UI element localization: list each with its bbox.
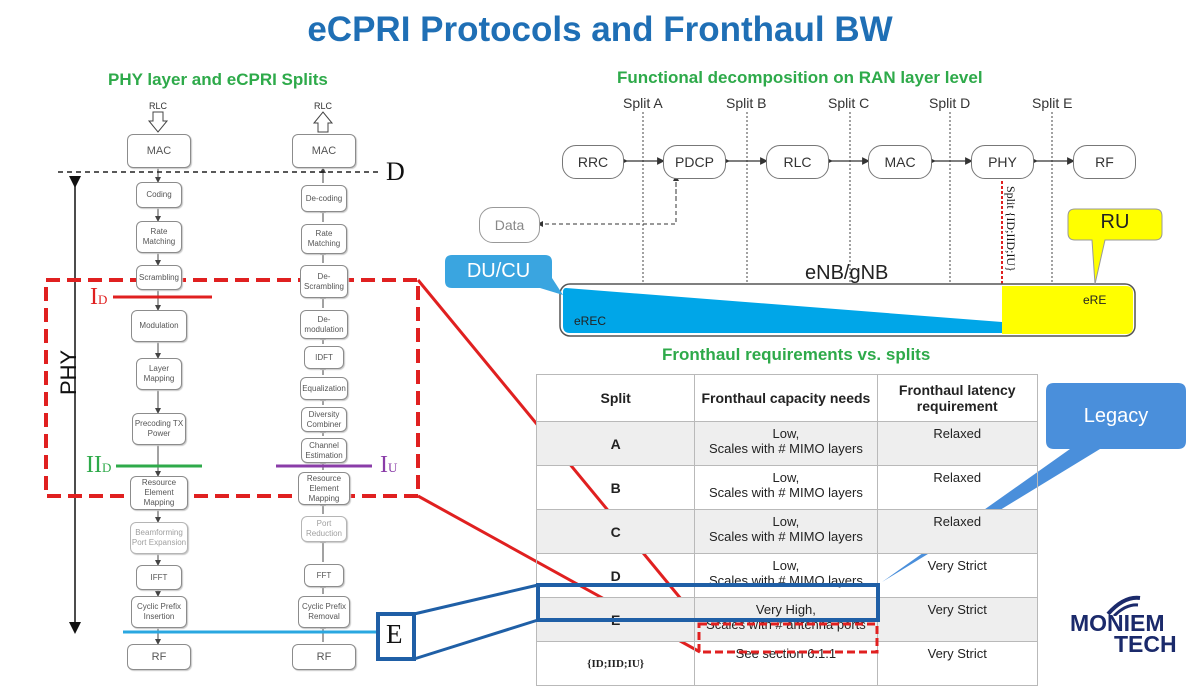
split-a-label: Split A (623, 95, 663, 111)
rx-fft-block: FFT (304, 564, 344, 587)
split-d-label: D (386, 157, 405, 186)
tx-layer-mapping-block: Layer Mapping (136, 358, 182, 390)
rx-diversity-combiner-block: Diversity Combiner (301, 407, 347, 432)
rx-rate-matching-block: Rate Matching (301, 224, 347, 254)
fronthaul-table: Split Fronthaul capacity needs Fronthaul… (535, 374, 1039, 686)
rx-equalization-block: Equalization (300, 377, 348, 400)
header-latency: Fronthaul latency requirement (876, 374, 1039, 422)
row-latency: Relaxed (876, 509, 1039, 554)
tx-scrambling-block: Scrambling (136, 265, 182, 290)
rx-mac-block: MAC (292, 134, 356, 168)
vertical-split-label: Split {ID;IID;IU} (1004, 186, 1018, 272)
rx-rlc-label: RLC (314, 101, 333, 111)
tx-resource-element-mapping-block: Resource Element Mapping (130, 476, 188, 510)
rx-demodulation-block: De-modulation (300, 310, 348, 339)
mac-block: MAC (868, 145, 932, 179)
row-split: E (535, 597, 696, 642)
table-header-row: Split Fronthaul capacity needs Fronthaul… (535, 374, 1039, 422)
signal-icon (1106, 595, 1141, 616)
table-row: B Low,Scales with # MIMO layers Relaxed (535, 465, 1039, 510)
row-capacity: Low,Scales with # MIMO layers (694, 553, 878, 598)
row-latency: Very Strict (876, 641, 1039, 686)
pdcp-block: PDCP (663, 145, 726, 179)
rx-resource-element-mapping-block: Resource Element Mapping (298, 472, 350, 505)
rf-block: RF (1073, 145, 1136, 179)
tx-rf-block: RF (127, 644, 191, 670)
header-split: Split (535, 374, 696, 422)
row-split: A (535, 421, 696, 466)
tx-ifft-block: IFFT (136, 565, 182, 590)
table-subtitle: Fronthaul requirements vs. splits (662, 345, 931, 364)
phy-block: PHY (971, 145, 1034, 179)
tx-coding-block: Coding (136, 182, 182, 208)
du-cu-callout: DU/CU (466, 260, 531, 282)
enb-gnb-label: eNB/gNB (805, 262, 889, 284)
left-subtitle: PHY layer and eCPRI Splits (108, 70, 328, 89)
rrc-block: RRC (562, 145, 624, 179)
rx-cyclic-prefix-removal-block: Cyclic Prefix Removal (298, 596, 350, 628)
table-row: A Low,Scales with # MIMO layers Relaxed (535, 421, 1039, 466)
rlc-block: RLC (766, 145, 829, 179)
ru-callout: RU (1100, 211, 1130, 233)
row-capacity: Low,Scales with # MIMO layers (694, 421, 878, 466)
rx-channel-estimation-block: Channel Estimation (301, 438, 347, 463)
row-capacity: Low,Scales with # MIMO layers (694, 509, 878, 554)
erec-label: eREC (574, 314, 607, 328)
split-iid-label: IID (86, 452, 112, 478)
table-row: D Low,Scales with # MIMO layers Very Str… (535, 553, 1039, 598)
row-latency: Relaxed (876, 421, 1039, 466)
data-block: Data (479, 207, 540, 243)
row-latency: Relaxed (876, 465, 1039, 510)
row-split: D (535, 553, 696, 598)
rx-decoding-block: De-coding (301, 185, 347, 212)
row-latency: Very Strict (876, 553, 1039, 598)
ere-label: eRE (1083, 293, 1107, 307)
tx-cyclic-prefix-insertion-block: Cyclic Prefix Insertion (131, 596, 187, 628)
rx-descrambling-block: De-Scrambling (300, 265, 348, 298)
row-capacity: Very High,Scales with # antenna ports (694, 597, 878, 642)
tx-rlc-label: RLC (149, 101, 168, 111)
table-row: {ID;IID;IU} See section 6.1.1 Very Stric… (535, 641, 1039, 686)
split-b-label: Split B (726, 95, 767, 111)
split-id-label: ID (90, 284, 108, 310)
row-capacity: See section 6.1.1 (694, 641, 878, 686)
page-title: eCPRI Protocols and Fronthaul BW (307, 10, 893, 49)
tx-modulation-block: Modulation (131, 310, 187, 342)
tx-precoding-block: Precoding TX Power (132, 413, 186, 445)
split-iu-label: IU (380, 452, 398, 478)
split-d-ran-label: Split D (929, 95, 971, 111)
tx-rate-matching-block: Rate Matching (136, 221, 182, 253)
legacy-callout: Legacy (1083, 404, 1149, 427)
rx-idft-block: IDFT (304, 346, 344, 369)
row-capacity: Low,Scales with # MIMO layers (694, 465, 878, 510)
row-split: C (535, 509, 696, 554)
rx-rf-block: RF (292, 644, 356, 670)
logo-line2: TECH (1114, 631, 1177, 657)
tx-mac-block: MAC (127, 134, 191, 168)
split-e-label: E (386, 619, 403, 649)
table-row: C Low,Scales with # MIMO layers Relaxed (535, 509, 1039, 554)
tx-beamforming-block: Beamforming Port Expansion (130, 522, 188, 554)
right-subtitle: Functional decomposition on RAN layer le… (617, 68, 983, 87)
logo-line1: MONIEM (1070, 610, 1165, 636)
rx-port-reduction-block: Port Reduction (301, 516, 347, 542)
row-latency: Very Strict (876, 597, 1039, 642)
row-split: {ID;IID;IU} (535, 641, 696, 686)
split-e-ran-label: Split E (1032, 95, 1073, 111)
row-split: B (535, 465, 696, 510)
split-c-label: Split C (828, 95, 870, 111)
header-capacity: Fronthaul capacity needs (694, 374, 878, 422)
table-row: E Very High,Scales with # antenna ports … (535, 597, 1039, 642)
